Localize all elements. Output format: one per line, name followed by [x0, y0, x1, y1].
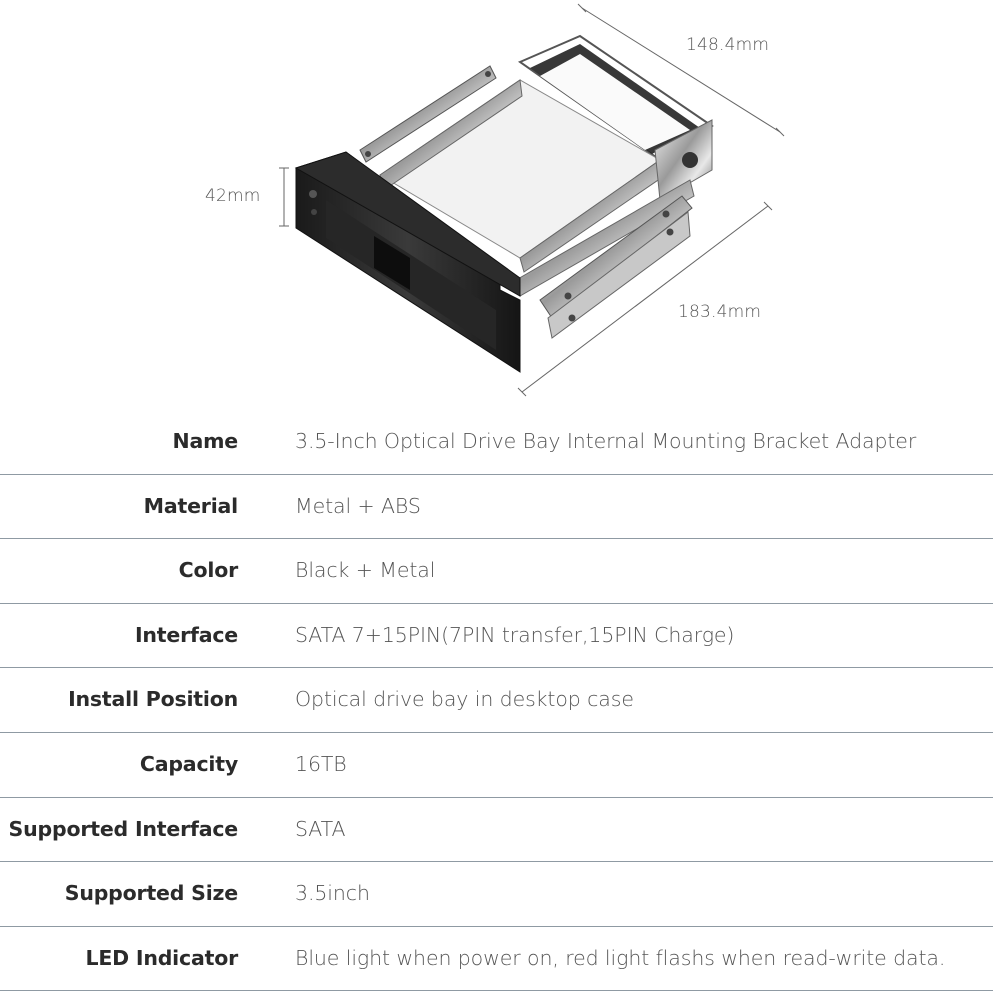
spec-value: 16TB	[295, 751, 347, 776]
spec-row-supported-size: Supported Size 3.5inch	[0, 862, 993, 927]
spec-row-install-position: Install Position Optical drive bay in de…	[0, 668, 993, 733]
drive-bay-bracket-illustration	[279, 3, 785, 397]
height-dimension-label: 42mm	[205, 186, 261, 206]
lock-icon	[311, 209, 317, 215]
spec-value: Metal + ABS	[295, 493, 421, 518]
spec-label: Supported Interface	[8, 816, 239, 841]
spec-value: Optical drive bay in desktop case	[295, 687, 634, 712]
spec-row-supported-interface: Supported Interface SATA	[0, 798, 993, 863]
spec-value: Black + Metal	[295, 558, 436, 583]
left-rail	[359, 65, 497, 163]
product-figure: 148.4mm 42mm 183.4mm	[0, 0, 993, 410]
spec-value: SATA 7+15PIN(7PIN transfer,15PIN Charge)	[295, 622, 735, 647]
power-led-icon	[309, 190, 317, 198]
dimension-line-height	[279, 167, 289, 227]
spec-label: Name	[172, 429, 239, 453]
front-panel	[294, 151, 521, 373]
right-rail	[539, 195, 693, 339]
spec-value: 3.5inch	[295, 881, 370, 906]
spec-value: SATA	[295, 816, 346, 841]
spec-label: Interface	[134, 622, 238, 647]
spec-row-name: Name 3.5-Inch Optical Drive Bay Internal…	[0, 410, 993, 475]
spec-label: Supported Size	[64, 881, 238, 906]
depth-dimension-label: 183.4mm	[678, 302, 762, 322]
spec-row-material: Material Metal + ABS	[0, 475, 993, 540]
spec-value: Blue light when power on, red light flas…	[295, 945, 946, 970]
dimension-line-width	[577, 3, 785, 137]
bracket-cage	[379, 34, 714, 297]
width-dimension-label: 148.4mm	[686, 35, 770, 55]
spec-row-color: Color Black + Metal	[0, 539, 993, 604]
spec-value: 3.5-Inch Optical Drive Bay Internal Moun…	[295, 429, 917, 453]
spec-row-capacity: Capacity 16TB	[0, 733, 993, 798]
spec-table: Name 3.5-Inch Optical Drive Bay Internal…	[0, 410, 993, 992]
spec-label: Capacity	[139, 751, 238, 776]
spec-row-interface: Interface SATA 7+15PIN(7PIN transfer,15P…	[0, 604, 993, 669]
spec-label: LED Indicator	[85, 945, 238, 970]
spec-label: Material	[143, 493, 239, 518]
spec-label: Color	[178, 558, 239, 583]
spec-label: Install Position	[68, 687, 238, 712]
spec-row-led-indicator: LED Indicator Blue light when power on, …	[0, 927, 993, 992]
dimension-line-depth	[517, 201, 773, 397]
